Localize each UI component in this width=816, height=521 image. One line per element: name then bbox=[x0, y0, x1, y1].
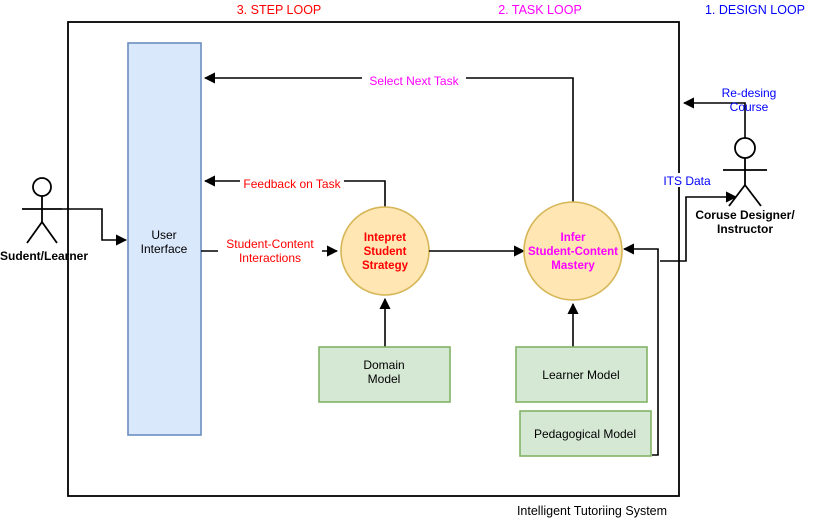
student-head-icon bbox=[32, 177, 52, 197]
learner-model-box[interactable] bbox=[515, 346, 648, 403]
learner-model-label: Learner Model bbox=[542, 368, 619, 382]
edge-label-re-design-course-line2: Course bbox=[730, 100, 769, 114]
actor-student-label: Sudent/Learner bbox=[0, 249, 88, 263]
node-pedagogical-model[interactable]: Pedagogical Model bbox=[519, 410, 652, 457]
edge-label-select-next-task: Select Next Task bbox=[369, 74, 459, 88]
edge-its-data bbox=[660, 191, 738, 262]
student-leg-right-icon bbox=[41, 221, 58, 244]
student-leg-left-icon bbox=[26, 221, 43, 244]
system-caption: Intelligent Tutoriing System bbox=[517, 504, 667, 518]
edge-label-its-data: ITS Data bbox=[663, 174, 711, 188]
edge-pedagogical-model-to-infer bbox=[622, 243, 659, 456]
student-content-interactions-label-bg bbox=[218, 234, 322, 265]
edge-select-next-task bbox=[203, 72, 574, 212]
domain-model-label-line2: Model bbox=[368, 372, 401, 386]
edge-label-student-content-interactions-line1: Student-Content bbox=[226, 237, 314, 251]
its-system-boundary bbox=[67, 21, 680, 497]
edge-re-design-course bbox=[682, 97, 746, 138]
node-domain-model[interactable]: Domain Model bbox=[318, 346, 451, 403]
edge-label-student-content-interactions-line2: Interactions bbox=[239, 251, 301, 265]
edge-label-re-design-course-line1: Re-desing bbox=[722, 86, 777, 100]
user-interface-box[interactable] bbox=[127, 42, 202, 436]
actor-instructor-label-line2: Instructor bbox=[717, 222, 773, 236]
user-interface-label-line2: Interface bbox=[141, 242, 188, 256]
edge-label-feedback-on-task: Feedback on Task bbox=[243, 177, 341, 191]
pedagogical-model-box[interactable] bbox=[519, 410, 652, 457]
loop-label-task: 2. TASK LOOP bbox=[498, 3, 582, 17]
node-interpret-student-strategy[interactable]: Intepret Student Strategy bbox=[340, 206, 430, 296]
infer-circle[interactable] bbox=[523, 201, 623, 301]
its-data-label-bg bbox=[659, 173, 715, 187]
actor-student: Sudent/Learner bbox=[0, 177, 88, 263]
loop-label-step: 3. STEP LOOP bbox=[237, 3, 322, 17]
loop-label-design: 1. DESIGN LOOP bbox=[705, 3, 805, 17]
node-user-interface[interactable]: User Interface bbox=[127, 42, 202, 436]
infer-label-line2: Student-Content bbox=[528, 246, 618, 258]
edge-student-to-ui bbox=[62, 208, 128, 246]
infer-label-line3: Mastery bbox=[551, 260, 595, 272]
instructor-leg-left-icon bbox=[728, 184, 746, 207]
instructor-leg-right-icon bbox=[744, 184, 762, 207]
domain-model-box[interactable] bbox=[318, 346, 451, 403]
node-infer-student-content-mastery[interactable]: Infer Student-Content Mastery bbox=[523, 201, 623, 301]
domain-model-label-line1: Domain bbox=[363, 358, 404, 372]
actor-instructor: Coruse Designer/ Instructor bbox=[695, 137, 795, 236]
interpret-label-line3: Strategy bbox=[362, 260, 409, 272]
interpret-label-line1: Intepret bbox=[364, 232, 406, 244]
instructor-head-icon bbox=[734, 137, 756, 159]
pedagogical-model-label: Pedagogical Model bbox=[534, 427, 636, 441]
interpret-label-line2: Student bbox=[364, 246, 407, 258]
feedback-on-task-label-bg bbox=[240, 177, 344, 190]
node-learner-model[interactable]: Learner Model bbox=[515, 346, 648, 403]
select-next-task-label-bg bbox=[362, 74, 466, 87]
user-interface-label-line1: User bbox=[151, 228, 176, 242]
infer-label-line1: Infer bbox=[561, 232, 586, 244]
actor-instructor-label-line1: Coruse Designer/ bbox=[695, 208, 795, 222]
